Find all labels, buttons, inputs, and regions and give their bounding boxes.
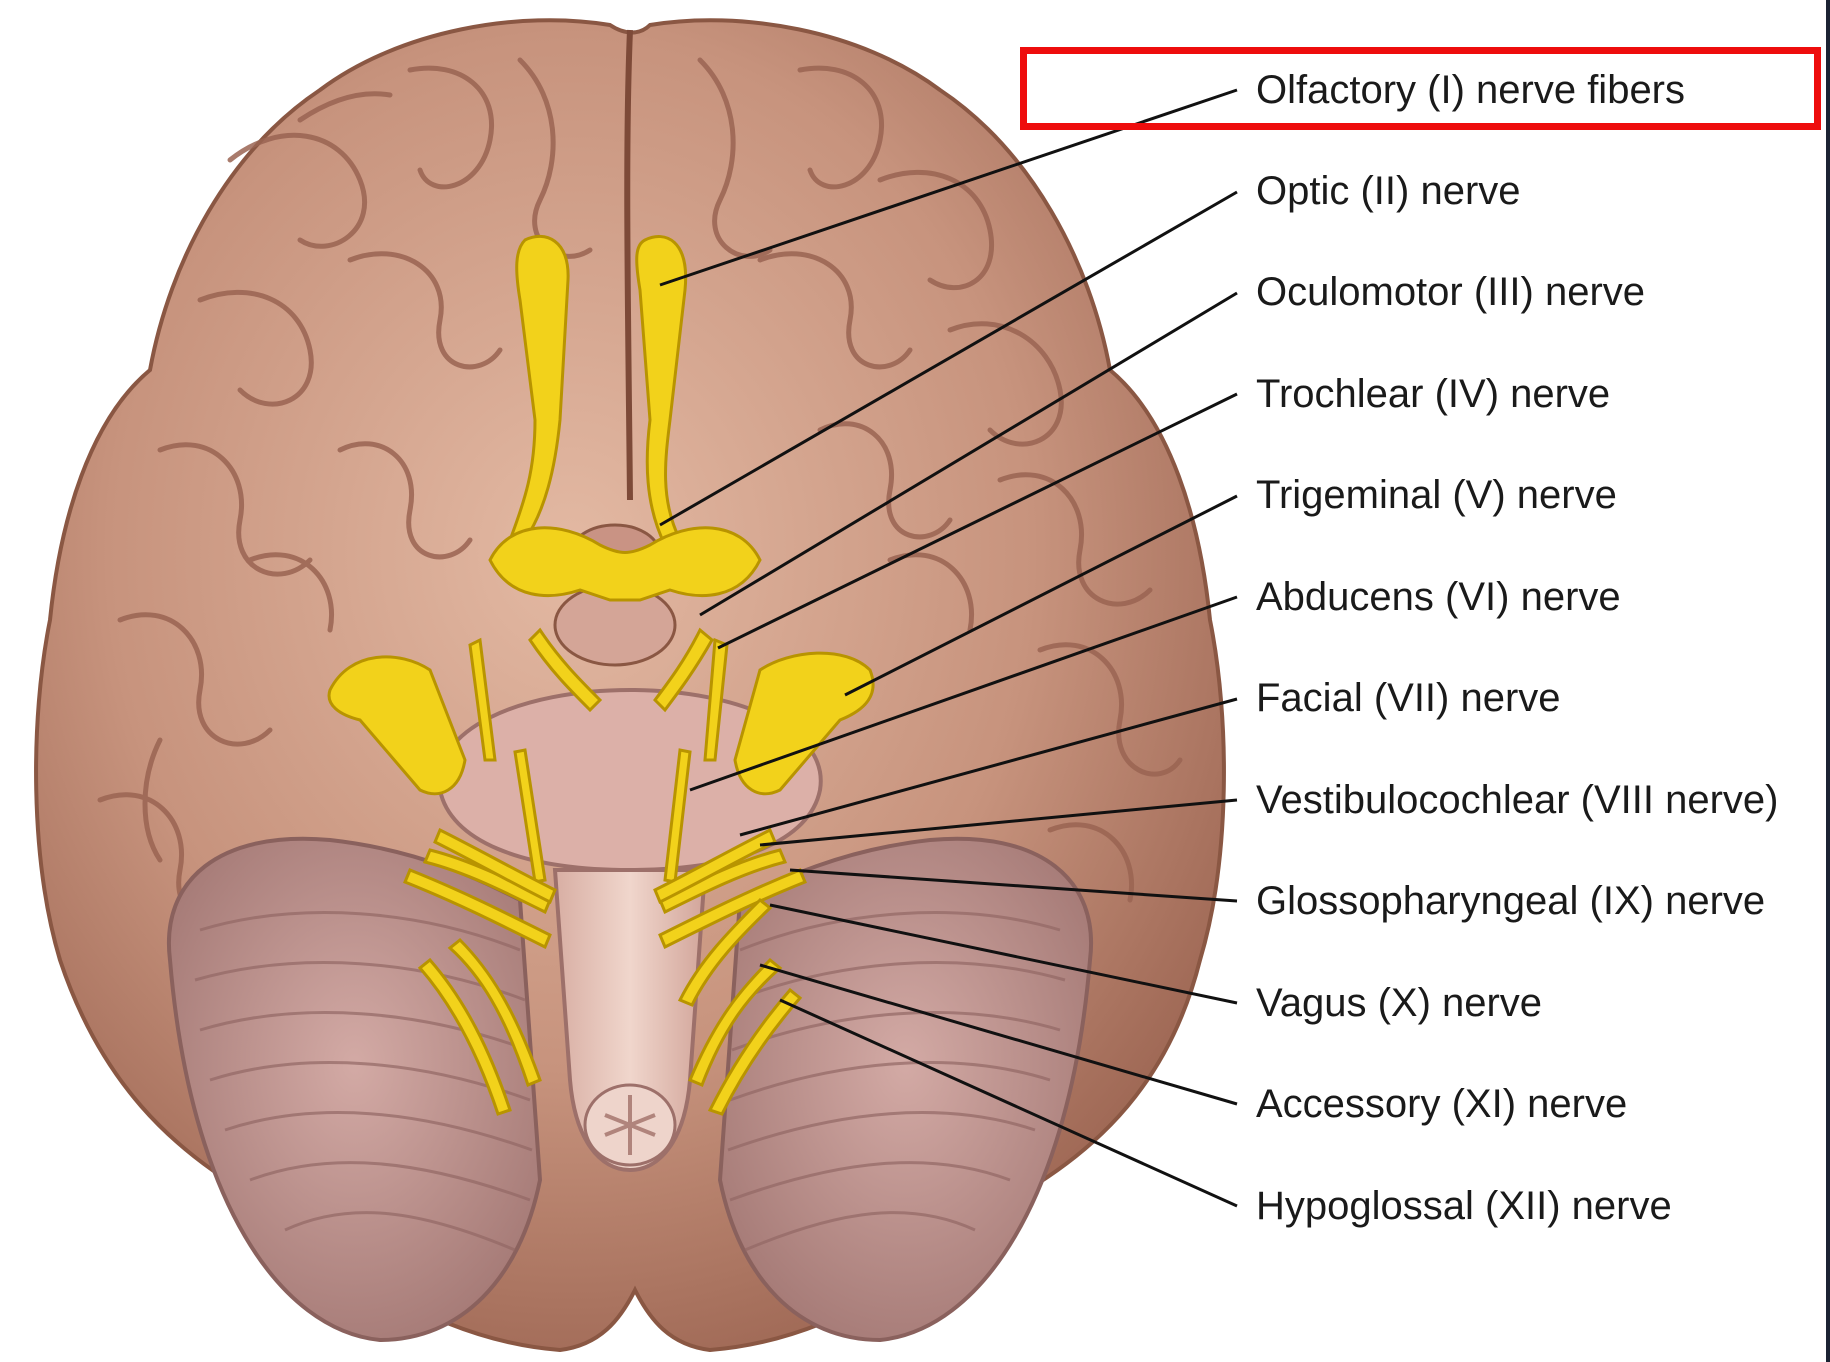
highlight-box (1020, 47, 1821, 130)
label-vestibulocochlear: Vestibulocochlear (VIII nerve) (1256, 780, 1778, 820)
label-accessory: Accessory (XI) nerve (1256, 1084, 1627, 1124)
label-facial: Facial (VII) nerve (1256, 678, 1561, 718)
label-hypoglossal: Hypoglossal (XII) nerve (1256, 1186, 1672, 1226)
label-vagus: Vagus (X) nerve (1256, 983, 1542, 1023)
label-oculomotor: Oculomotor (III) nerve (1256, 272, 1645, 312)
label-trigeminal: Trigeminal (V) nerve (1256, 475, 1617, 515)
frame-edge (1826, 0, 1830, 1362)
longitudinal-fissure (627, 30, 630, 500)
label-trochlear: Trochlear (IV) nerve (1256, 374, 1610, 414)
label-optic: Optic (II) nerve (1256, 171, 1521, 211)
label-glossopharyngeal: Glossopharyngeal (IX) nerve (1256, 881, 1765, 921)
label-abducens: Abducens (VI) nerve (1256, 577, 1621, 617)
